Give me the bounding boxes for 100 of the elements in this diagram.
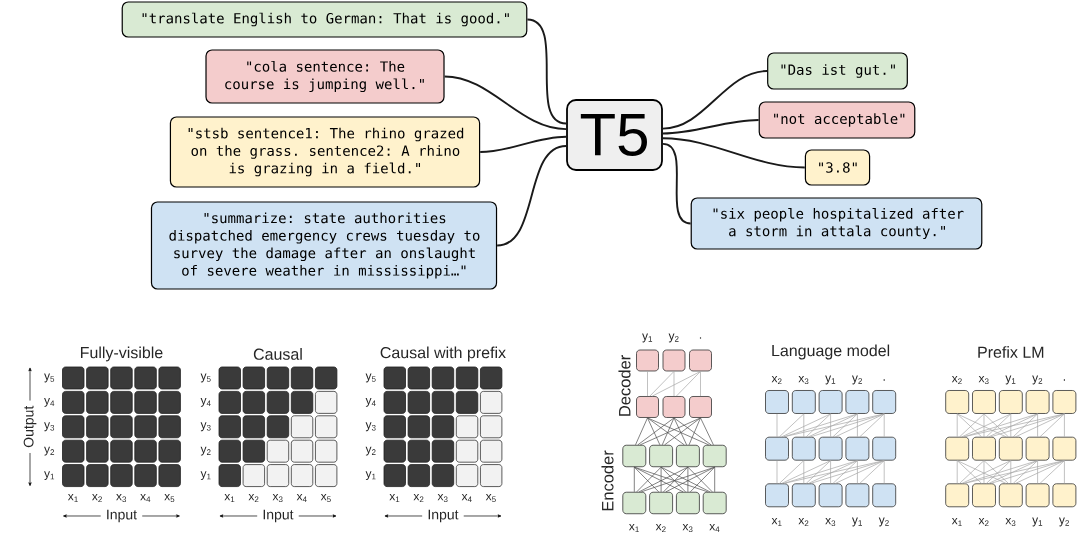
layer-unit-box [818,436,843,461]
attention-line [956,460,1007,484]
output-text-box: "3.8" [804,149,871,186]
layer-unit-box [765,483,789,508]
layer-unit-box [1052,390,1077,414]
token-label: y$_{1}$ [1032,517,1043,527]
layer-unit-box [636,349,659,372]
token-label: y$_{5}$ [200,373,211,383]
layer-unit-box [649,491,673,515]
attention-line [830,460,831,484]
attention-line [637,417,675,446]
layer-unit-box [972,390,996,414]
attention-line [883,413,885,438]
attention-line [649,371,675,397]
layer-unit-box [765,390,789,414]
connector-curve [661,70,769,130]
attention-line [859,460,885,484]
layer-unit-box [702,491,727,515]
panel-title: Prefix LM [978,346,1044,358]
attention-line [805,460,831,484]
layer-unit-box [622,444,647,468]
layer-unit-box [662,349,686,372]
layer-unit-box [689,349,712,372]
attention-line [1012,460,1038,484]
attention-line [830,413,831,438]
layer-unit-box [791,436,816,461]
layer-unit-box [636,396,659,418]
connector-curve [443,75,568,131]
token-label: x$_{3}$ [1005,517,1016,527]
token-label: x$_{3}$ [437,493,448,503]
axis-label: Output [23,405,37,448]
attention-line [1064,460,1065,484]
layer-unit-box [998,390,1023,414]
layer-unit-box [872,390,897,414]
attention-line [661,417,675,446]
input-text-box: "translate English to German: That is good." [121,1,528,38]
attention-line [956,460,958,484]
connector-curve [479,135,568,153]
token-label: y$_{5}$ [44,373,55,383]
attention-line [803,460,805,484]
attention-line [956,413,1007,438]
token-label: x$_{4}$ [296,493,307,503]
attention-line [687,466,689,493]
token-label: . [1063,379,1065,381]
attention-line [633,466,635,493]
attention-line [988,460,1038,484]
layer-unit-box [872,436,897,461]
token-label: x$_{2}$ [951,375,962,385]
attention-line [990,460,1065,484]
attention-line [1039,413,1065,438]
attention-line [781,413,831,438]
token-label: y$_{2}$ [1032,375,1043,385]
attention-line [1015,460,1065,484]
token-label: x$_{1}$ [771,517,782,527]
output-text-box: "six people hospitalized after a storm in attala county." [690,197,983,250]
layer-unit-box [649,444,673,468]
layer-unit-box [945,483,970,508]
attention-line [781,460,831,484]
token-label: x$_{1}$ [951,517,962,527]
layer-unit-box [689,396,712,418]
attention-line [651,371,701,397]
attention-line [660,466,662,493]
attention-line [803,413,805,438]
token-label: y$_{3}$ [200,422,211,432]
token-label: y$_{1}$ [200,471,211,480]
attention-line [633,466,709,493]
token-label: y$_{2}$ [200,446,211,456]
connector-curve [661,142,692,225]
layer-unit-box [845,483,870,508]
token-label: x$_{5}$ [485,493,496,503]
stack-label: Encoder [601,450,614,511]
attention-line [832,413,858,438]
token-label: x$_{1}$ [389,493,400,503]
layer-unit-box [791,390,816,414]
attention-line [640,466,716,493]
attention-line [779,413,805,438]
token-label: x$_{3}$ [682,523,693,533]
layer-unit-box [1052,483,1077,508]
attention-line [1037,460,1038,484]
token-label: x$_{2}$ [413,493,424,503]
attention-line [700,371,701,397]
attention-line [700,417,714,446]
layer-unit-box [1052,436,1077,461]
input-text-box: "stsb sentence1: The rhino grazed on the grass. sentence2: A rhino is grazing in a field." [169,116,481,188]
attention-line [714,466,716,493]
token-label: y$_{1}$ [1005,375,1016,385]
axis-label: Input [428,509,459,523]
layer-unit-box [1025,390,1050,414]
token-label: x$_{2}$ [771,375,782,385]
attention-line [639,417,701,446]
connector-curve [496,145,568,247]
token-label: x$_{3}$ [272,493,283,503]
panel-title: Fully-visible [81,346,163,362]
layer-unit-box [818,390,843,414]
attention-line [1015,413,1065,438]
token-label: x$_{3}$ [825,517,836,527]
attention-line [961,413,1012,438]
token-label: x$_{3}$ [978,375,989,385]
layer-unit-box [972,483,996,508]
attention-line [963,413,1038,438]
